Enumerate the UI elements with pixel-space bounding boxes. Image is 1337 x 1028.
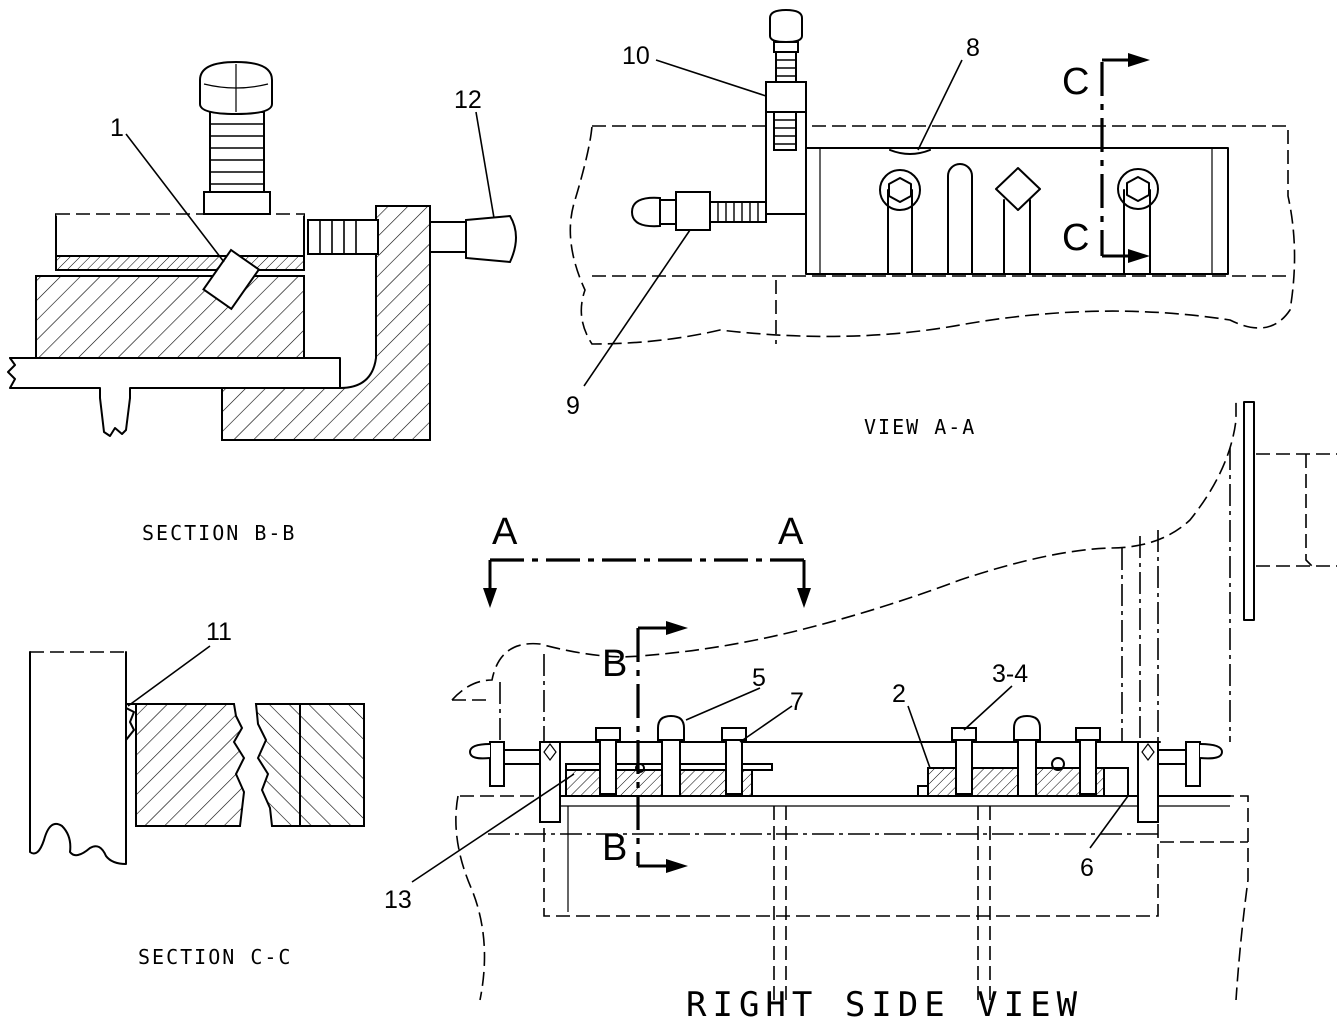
section-bb-thin-plate [55, 255, 305, 271]
section-bb-drawing [7, 60, 517, 441]
callout-6: 6 [1080, 854, 1094, 882]
view-aa-title: VIEW A-A [864, 415, 976, 439]
view-titles: VIEW A-A SECTION B-B SECTION C-C RIGHT S… [138, 415, 1083, 1025]
section-letter-b-bottom: B [602, 827, 627, 869]
right-side-view-right-end-bracket [1137, 741, 1159, 823]
section-cc-left-member [29, 651, 127, 865]
section-letter-c-bottom: C [1062, 217, 1089, 259]
right-side-view-left-plate [565, 767, 753, 797]
callout-12: 12 [454, 86, 482, 114]
right-side-view-bottom-outline [455, 795, 486, 1001]
section-letter-a-left: A [492, 511, 518, 553]
callout-8: 8 [966, 34, 980, 62]
right-side-view-bolts [595, 714, 1101, 797]
section-bb-title: SECTION B-B [142, 521, 296, 545]
section-bb-l-bracket [221, 205, 431, 441]
view-aa-adjuster-nut [675, 191, 711, 231]
callout-13: 13 [384, 886, 412, 914]
callout-1: 1 [110, 114, 124, 142]
right-side-view-drawing [451, 401, 1337, 1001]
section-bb-side-bolt [307, 219, 379, 255]
section-letters: C C A A B B [492, 61, 1089, 869]
right-side-view-right-plate [927, 767, 1105, 797]
right-side-view-left-end-bracket [539, 741, 561, 823]
view-aa-drawing [569, 8, 1296, 345]
section-bb-pin [202, 248, 261, 311]
section-letter-c-top: C [1062, 61, 1089, 103]
view-aa-frame-outline [569, 125, 1296, 345]
callout-11: 11 [206, 618, 232, 646]
callout-2: 2 [892, 680, 906, 708]
callout-5: 5 [752, 664, 766, 692]
section-cc-middle-block [135, 703, 246, 827]
right-side-view-top-outline [451, 402, 1237, 701]
callout-10: 10 [622, 42, 650, 70]
view-aa-slots [879, 163, 1159, 275]
section-letter-b-top: B [602, 643, 627, 685]
section-bb-base-block [35, 275, 305, 359]
right-side-view-flange [1243, 401, 1255, 621]
callout-labels: 1 12 10 8 9 11 5 7 2 3-4 6 13 [110, 34, 1094, 914]
section-bb-side-bolt-head [465, 214, 517, 264]
section-cc-drawing [29, 651, 365, 865]
section-cc-weld [125, 707, 135, 741]
section-cc-right-block [254, 703, 365, 827]
callout-7: 7 [790, 688, 804, 716]
leader-lines [125, 59, 1129, 883]
right-side-view-title: RIGHT SIDE VIEW [686, 985, 1083, 1025]
view-aa-plate [805, 147, 1229, 275]
callout-3-4: 3-4 [992, 660, 1028, 688]
callout-9: 9 [566, 392, 580, 420]
section-cc-title: SECTION C-C [138, 945, 292, 969]
section-letter-a-right: A [778, 511, 804, 553]
